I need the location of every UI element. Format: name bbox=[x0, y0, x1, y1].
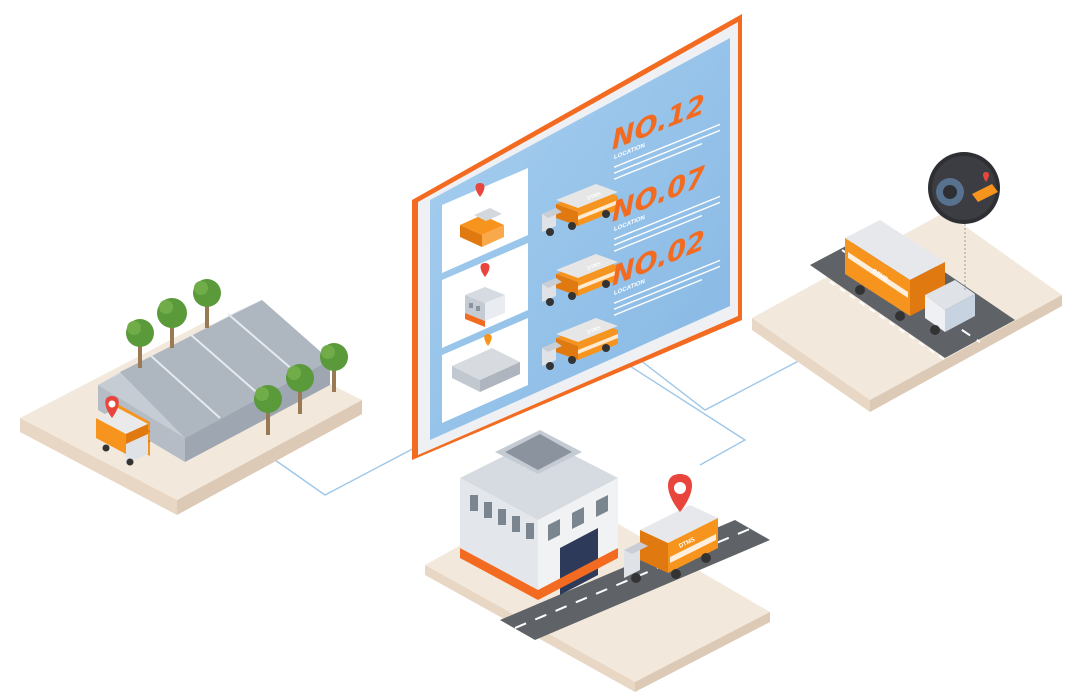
link-office bbox=[604, 349, 747, 466]
link-highway bbox=[639, 354, 811, 411]
truck-logo-text: DTMS bbox=[587, 261, 603, 272]
truck-icon: DTMS bbox=[845, 220, 975, 335]
location-pin-icon bbox=[105, 396, 119, 418]
truck-icon: DTMS bbox=[542, 254, 618, 306]
office-platform: DTMS bbox=[425, 430, 770, 692]
truck-icon: DTMS bbox=[624, 505, 718, 583]
office-building-icon bbox=[465, 263, 505, 327]
truck-icon: DTMS bbox=[542, 184, 618, 236]
truck-logo-text: DTMS bbox=[587, 325, 603, 336]
truck-icon bbox=[96, 408, 148, 466]
connector-lines bbox=[274, 349, 811, 496]
warehouse-platform bbox=[20, 279, 362, 515]
tree-icon bbox=[126, 279, 348, 435]
location-pin-icon bbox=[668, 474, 692, 512]
office-building-icon bbox=[460, 183, 504, 247]
warehouse-icon bbox=[452, 334, 520, 392]
link-warehouse bbox=[274, 444, 421, 496]
truck-logo-text: DTMS bbox=[587, 191, 603, 202]
office-building-icon bbox=[460, 430, 618, 600]
highway-platform: DTMS bbox=[752, 152, 1062, 412]
tracking-monitor: DTMS DTMS DTMS NO.12 LOCATION NO.07 LOCA… bbox=[412, 14, 742, 460]
gps-tracker-icon bbox=[928, 152, 1000, 224]
truck-icon: DTMS bbox=[542, 318, 618, 370]
location-list bbox=[442, 168, 528, 423]
